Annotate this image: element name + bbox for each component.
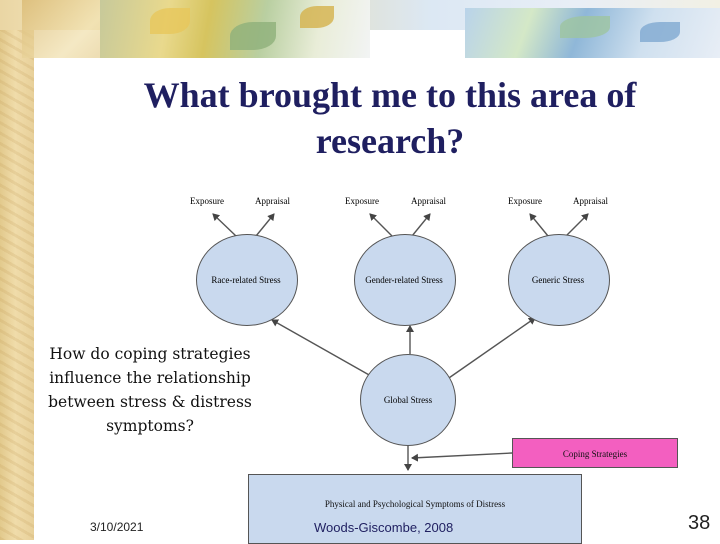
leaf-decoration (150, 8, 190, 34)
distress-symptoms-label: Physical and Psychological Symptoms of D… (324, 499, 506, 509)
node-global-stress (360, 354, 456, 446)
arrow-gender-exposure (369, 213, 393, 237)
arrow-generic-exposure (529, 213, 549, 237)
arrow-coping-moderator (411, 452, 513, 462)
arrow-global-generic (445, 317, 536, 381)
coping-strategies-label: Coping Strategies (562, 449, 628, 459)
leaf-decoration (640, 22, 680, 42)
slide-title: What brought me to this area of research… (143, 75, 637, 161)
arrow-race-appraisal (255, 213, 275, 237)
label-race-appraisal: Appraisal (255, 196, 290, 206)
node-generic-stress (508, 234, 610, 326)
arrow-race-exposure (212, 213, 237, 237)
distress-symptoms-box: Physical and Psychological Symptoms of D… (248, 474, 582, 544)
arrow-generic-appraisal (565, 213, 589, 237)
label-gender-appraisal: Appraisal (411, 196, 446, 206)
parchment-side-border (0, 0, 34, 540)
node-gender-stress (354, 234, 456, 326)
arrow-gender-appraisal (411, 213, 431, 237)
page-number: 38 (688, 512, 711, 534)
leaf-decoration (300, 6, 334, 28)
label-generic-appraisal: Appraisal (573, 196, 608, 206)
label-gender-exposure: Exposure (345, 196, 379, 206)
footer-author: Woods-Giscombe, 2008 (314, 520, 454, 535)
node-global-stress-label: Global Stress (383, 395, 433, 405)
leaf-decoration (230, 22, 276, 50)
node-generic-stress-label: Generic Stress (531, 275, 585, 285)
arrow-global-race (271, 319, 379, 381)
label-generic-exposure: Exposure (508, 196, 542, 206)
node-race-stress (196, 234, 298, 326)
node-gender-stress-label: Gender-related Stress (365, 275, 443, 285)
leaf-decoration (560, 16, 610, 38)
coping-strategies-box: Coping Strategies (512, 438, 678, 468)
footer-date: 3/10/2021 (90, 520, 144, 534)
node-race-stress-label: Race-related Stress (211, 275, 281, 285)
label-race-exposure: Exposure (190, 196, 224, 206)
research-question: How do coping strategies influence the r… (48, 345, 252, 435)
